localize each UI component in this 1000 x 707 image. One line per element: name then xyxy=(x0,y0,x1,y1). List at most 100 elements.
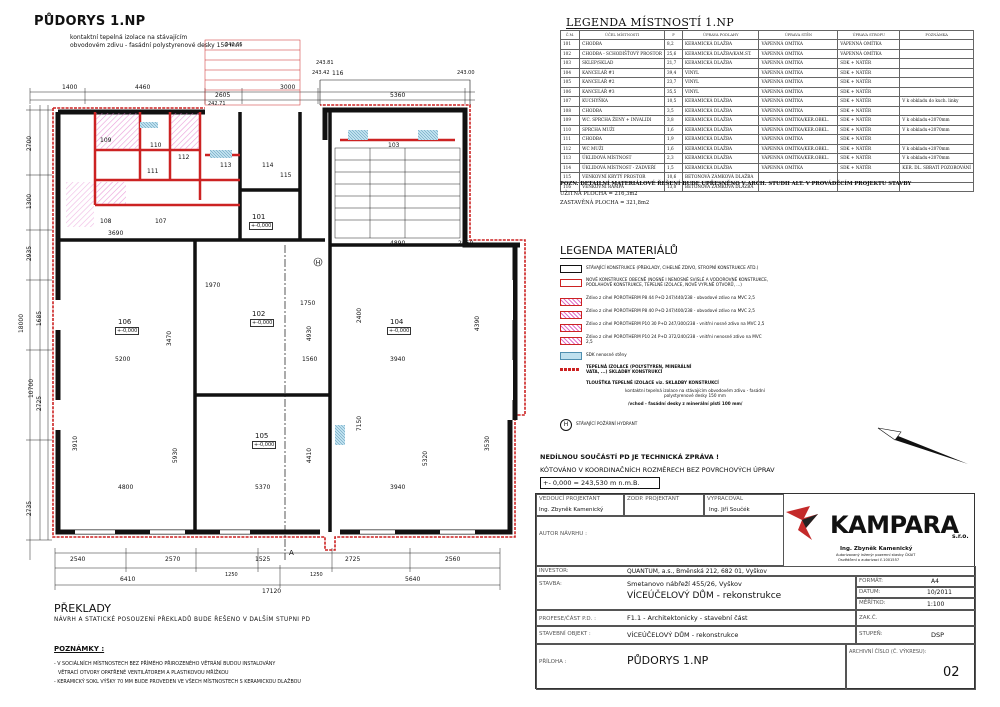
cell-room-use: WC. SPRCHA ŽENY + INVALIDI xyxy=(579,115,665,126)
cell-ceiling: SDK + NÁTĚR xyxy=(837,153,901,164)
tb-drafted-name: Ing. Jiří Součék xyxy=(709,507,750,513)
dim-left-1300: 1300 xyxy=(26,193,34,210)
cell-floor: KERAMICKÁ DLAŽBA xyxy=(682,124,760,135)
section-label-a: A xyxy=(289,549,294,557)
tb-stage: STUPEŇ: DSP xyxy=(856,626,976,644)
remark-line-2: VĚTRACÍ OTVORY OPATŘENÉ VENTILÁTOREM A P… xyxy=(58,671,229,676)
internal-walls xyxy=(58,110,465,532)
cell-room-no: 101 xyxy=(559,39,581,50)
stamp-certificate: Osvědčení o autorizaci č.1001557 xyxy=(838,558,900,562)
cell-floor: KERAMICKÁ DLAŽBA xyxy=(682,134,760,145)
tb-format-value: A4 xyxy=(931,578,939,585)
insulation-note-line-2: obvodovém zdivu - fasádní polystyrenové … xyxy=(70,42,242,49)
cell-room-use: KUCHYŇKA xyxy=(579,96,665,107)
company-name: KAMPARA xyxy=(830,511,959,539)
room-116-number: 116 xyxy=(332,70,344,77)
room-102-level: +-0,000 xyxy=(250,319,275,327)
tb-format: FORMÁT: A4 xyxy=(856,576,976,587)
tb-object-value: VÍCEÚČELOVÝ DŮM - rekonstrukce xyxy=(627,631,739,639)
room-legend-title: LEGENDA MÍSTNOSTÍ 1.NP xyxy=(566,16,734,29)
remarks-title: POZNÁMKY : xyxy=(54,645,105,653)
tb-profession: PROFESE/ČÁST P.D. : F1.1 - Architektonic… xyxy=(536,610,856,626)
dim-top-2605: 2605 xyxy=(215,92,231,99)
level-243-42: 243.42 xyxy=(312,70,330,76)
cell-area: 21,7 xyxy=(663,58,684,69)
page-title: PŮDORYS 1.NP xyxy=(34,14,146,29)
cell-room-no: 110 xyxy=(559,124,581,135)
legend-sdk: SDK nenosné stěny xyxy=(586,352,627,357)
cell-ceiling: SDK + NÁTĚR xyxy=(837,134,901,145)
cell-room-no: 114 xyxy=(559,162,581,173)
tb-zak-label: ZAK.Č. xyxy=(859,615,878,621)
cell-floor: KERAMICKÁ DLAŽBA xyxy=(682,153,760,164)
cell-walls: VÁPENNÁ OMÍTKA/KER.OBKL. xyxy=(758,115,839,126)
cell-note: V k obkladu do kuch. linky xyxy=(899,96,974,107)
cell-note xyxy=(899,77,974,88)
dim-inner-3470: 3470 xyxy=(166,330,174,347)
dim-left-2700: 2700 xyxy=(26,135,34,152)
entrance-steps xyxy=(204,39,301,106)
staircase xyxy=(334,147,461,239)
swatch-hatch-2 xyxy=(560,311,582,319)
cell-note xyxy=(899,86,974,97)
left-dimension-lines xyxy=(26,105,52,560)
tb-profession-label: PROFESE/ČÁST P.D. : xyxy=(539,616,596,622)
legend-insulation-thickness: TLOUŠŤKA TEPELNÉ IZOLACE viz. SKLADBY KO… xyxy=(586,380,719,385)
cell-area: 3,5 xyxy=(663,105,684,116)
cell-walls: VÁPENNÁ OMÍTKA/KER.OBKL. xyxy=(758,153,839,164)
company-suffix: s.r.o. xyxy=(952,533,969,540)
header-area: P xyxy=(663,30,684,40)
hydrant-symbol xyxy=(313,257,323,267)
room-legend-note: POZN. DETAILNÍ MATERIÁLOVÉ ŘEŠENÍ BUDE U… xyxy=(560,181,912,187)
room-113-number: 113 xyxy=(220,162,232,169)
tb-investor: INVESTOR: QUANTUM, a.s., Bměnská 212, 68… xyxy=(536,566,976,576)
cell-room-use: ÚKLIDOVÁ MÍSTNOST - ZÁDVEŘÍ xyxy=(579,162,665,173)
cell-area: 1,6 xyxy=(663,124,684,135)
header-floor: ÚPRAVA PODLAHY xyxy=(682,30,760,40)
room-legend-title-underline xyxy=(566,28,688,29)
cell-floor: KERAMICKÁ DLAŽBA xyxy=(682,39,760,50)
legend-hatch-4: Zdivo z cihel POROTHERM P10 24 P+D 372/2… xyxy=(586,334,762,344)
north-arrow-icon xyxy=(877,427,968,464)
room-104-number: 104 xyxy=(390,318,404,326)
cell-room-use: CHODBA xyxy=(579,105,665,116)
cell-area: 1,5 xyxy=(663,162,684,173)
lintels-title: PŘEKLADY xyxy=(54,602,111,615)
tb-building-label: STAVBA: xyxy=(539,581,562,587)
cell-floor: KERAMICKÁ DLAŽBA xyxy=(682,96,760,107)
dim-bottom-1250-a: 1250 xyxy=(225,572,238,578)
header-ceiling: ÚPRAVA STROPU xyxy=(837,30,901,40)
dim-inner-1750: 1750 xyxy=(300,300,316,307)
room-104-level: +-0,000 xyxy=(387,327,412,335)
bottom-dimension-lines xyxy=(54,548,501,590)
cell-walls: VÁPENNÁ OMÍTKA xyxy=(758,67,839,78)
cell-ceiling xyxy=(837,181,901,192)
cell-ceiling: SDK + NÁTĚR xyxy=(837,143,901,154)
tb-investor-label: INVESTOR: xyxy=(539,568,569,574)
header-room-use: ÚČEL MÍSTNOSTI xyxy=(579,30,665,40)
cell-note xyxy=(899,134,974,145)
dim-inner-5370: 5370 xyxy=(255,484,271,491)
cell-ceiling: SDK + NÁTĚR xyxy=(837,77,901,88)
dim-left-1685: 1685 xyxy=(36,310,44,327)
sdk-walls xyxy=(140,122,438,445)
cell-area: 25,6 xyxy=(663,48,684,59)
tb-sheet-number: 02 xyxy=(943,665,960,680)
hydrant-icon: H xyxy=(560,419,572,431)
cell-walls: VÁPENNÁ OMÍTKA xyxy=(758,39,839,50)
coordination-note: KÓTOVÁNO V KOORDINAČNÍCH ROZMĚRECH BEZ P… xyxy=(540,466,775,474)
cell-area: 23,7 xyxy=(663,77,684,88)
dim-bottom-2570: 2570 xyxy=(165,556,181,563)
cell-room-no: 102 xyxy=(559,48,581,59)
built-area: ZASTAVĚNÁ PLOCHA = 321,8m2 xyxy=(560,200,650,206)
dim-inner-4410: 4410 xyxy=(306,447,314,464)
cell-ceiling: SDK + NÁTĚR xyxy=(837,105,901,116)
